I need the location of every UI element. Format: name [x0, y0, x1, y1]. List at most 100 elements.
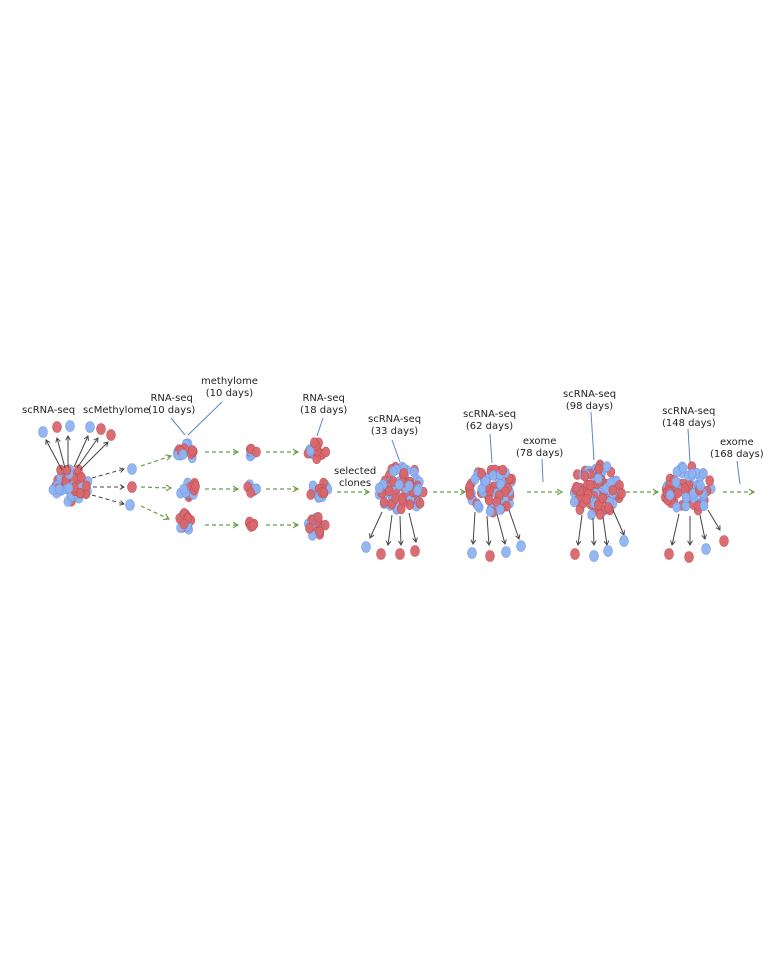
clone-row3-stage3 — [303, 512, 330, 541]
label-line2: (18 days) — [300, 405, 348, 416]
label-line1: scRNA-seq — [563, 389, 617, 400]
blue-cell — [38, 426, 48, 438]
label-line1: exome — [522, 436, 557, 447]
label-line1: scRNA-seq — [463, 409, 517, 420]
red-cell — [572, 481, 581, 493]
red-cell — [594, 463, 603, 475]
red-cell — [376, 548, 386, 560]
blue-cell — [516, 540, 526, 552]
red-cell — [680, 483, 690, 494]
red-cell — [321, 446, 331, 458]
red-cell — [580, 470, 590, 482]
label-line2: clones — [339, 478, 372, 489]
blue-cell — [619, 535, 629, 547]
red-cell — [82, 480, 91, 492]
blue-cell — [699, 500, 709, 512]
red-cell — [106, 429, 116, 441]
cell-clusters — [48, 437, 716, 541]
culture-98d — [569, 459, 626, 521]
blue-cell — [477, 483, 487, 495]
clone-row2-stage2 — [243, 479, 261, 498]
label-line1: selected — [334, 466, 377, 477]
red-cell — [319, 487, 329, 499]
blue-cell — [671, 476, 681, 488]
blue-cell — [470, 473, 480, 485]
red-cell — [608, 484, 618, 496]
red-cell — [617, 488, 626, 499]
red-cell — [484, 494, 494, 506]
blue-cell — [467, 547, 477, 559]
red-cell — [187, 445, 197, 456]
red-cell — [603, 502, 613, 513]
blue-cell — [589, 550, 599, 562]
blue-cell — [65, 420, 75, 432]
red-cell — [598, 492, 608, 504]
label-exome-168: exome(168 days) — [710, 437, 764, 461]
blue-cell — [394, 479, 404, 491]
red-cell — [498, 464, 508, 476]
red-cell — [96, 423, 106, 435]
red-cell — [673, 487, 682, 499]
blue-cell — [125, 499, 135, 511]
red-cell — [465, 489, 475, 500]
single-cells — [38, 420, 729, 563]
blue-cell — [501, 546, 511, 558]
red-cell — [305, 522, 314, 534]
clone-row1-stage2 — [245, 443, 261, 462]
blue-cell — [404, 480, 414, 492]
label-scrna-62: scRNA-seq(62 days) — [463, 409, 516, 433]
clone-row3-stage1 — [175, 508, 196, 535]
blue-cell — [569, 496, 579, 508]
blue-cell — [178, 449, 188, 460]
red-cell — [395, 548, 405, 560]
blue-cell — [495, 504, 505, 515]
red-cell — [77, 472, 86, 483]
blue-cell — [672, 501, 681, 513]
clone-row2-stage3 — [306, 477, 333, 503]
red-cell — [485, 550, 495, 562]
red-cell — [52, 421, 62, 433]
blue-cell — [678, 462, 688, 474]
red-cell — [719, 535, 729, 547]
blue-cell — [602, 461, 612, 472]
label-line2: (33 days) — [370, 426, 419, 437]
red-cell — [705, 475, 715, 486]
label-line2: (78 days) — [516, 448, 564, 459]
red-cell — [248, 520, 258, 532]
red-cell — [310, 437, 319, 448]
blue-cell — [127, 463, 137, 475]
label-line2: (10 days) — [205, 388, 254, 399]
label-line1: scRNA-seq — [368, 414, 422, 425]
blue-cell — [306, 445, 315, 457]
label-line1: exome — [720, 437, 754, 448]
blue-cell — [54, 484, 64, 495]
red-cell — [75, 488, 85, 499]
red-cell — [399, 467, 409, 479]
label-scrna-98: scRNA-seq(98 days) — [563, 389, 616, 413]
sampling-arrows-down — [369, 509, 721, 546]
label-rnaseq-10: RNA-seq(10 days) — [148, 393, 195, 417]
blue-cell — [413, 485, 422, 497]
red-cell — [477, 468, 486, 479]
red-cell — [410, 545, 420, 557]
clone-row3-stage2 — [245, 516, 259, 532]
blue-cell — [699, 468, 708, 479]
red-cell — [664, 548, 674, 560]
red-cell — [252, 446, 261, 458]
blue-cell — [603, 545, 613, 557]
red-cell — [320, 519, 330, 531]
blue-cell — [85, 421, 95, 433]
label-scrna-origin: scRNA-seq — [22, 405, 76, 416]
red-cell — [585, 479, 595, 491]
label-line1: methylome — [201, 376, 258, 387]
blue-cell — [473, 500, 483, 511]
label-line2: (98 days) — [565, 401, 614, 412]
clone-row2-stage1 — [176, 477, 200, 502]
red-cell — [62, 464, 72, 476]
origin-cluster — [48, 464, 93, 507]
label-scrna-148: scRNA-seq(148 days) — [662, 406, 716, 430]
red-cell — [179, 518, 189, 530]
blue-cell — [594, 473, 603, 484]
red-cell — [415, 498, 425, 509]
